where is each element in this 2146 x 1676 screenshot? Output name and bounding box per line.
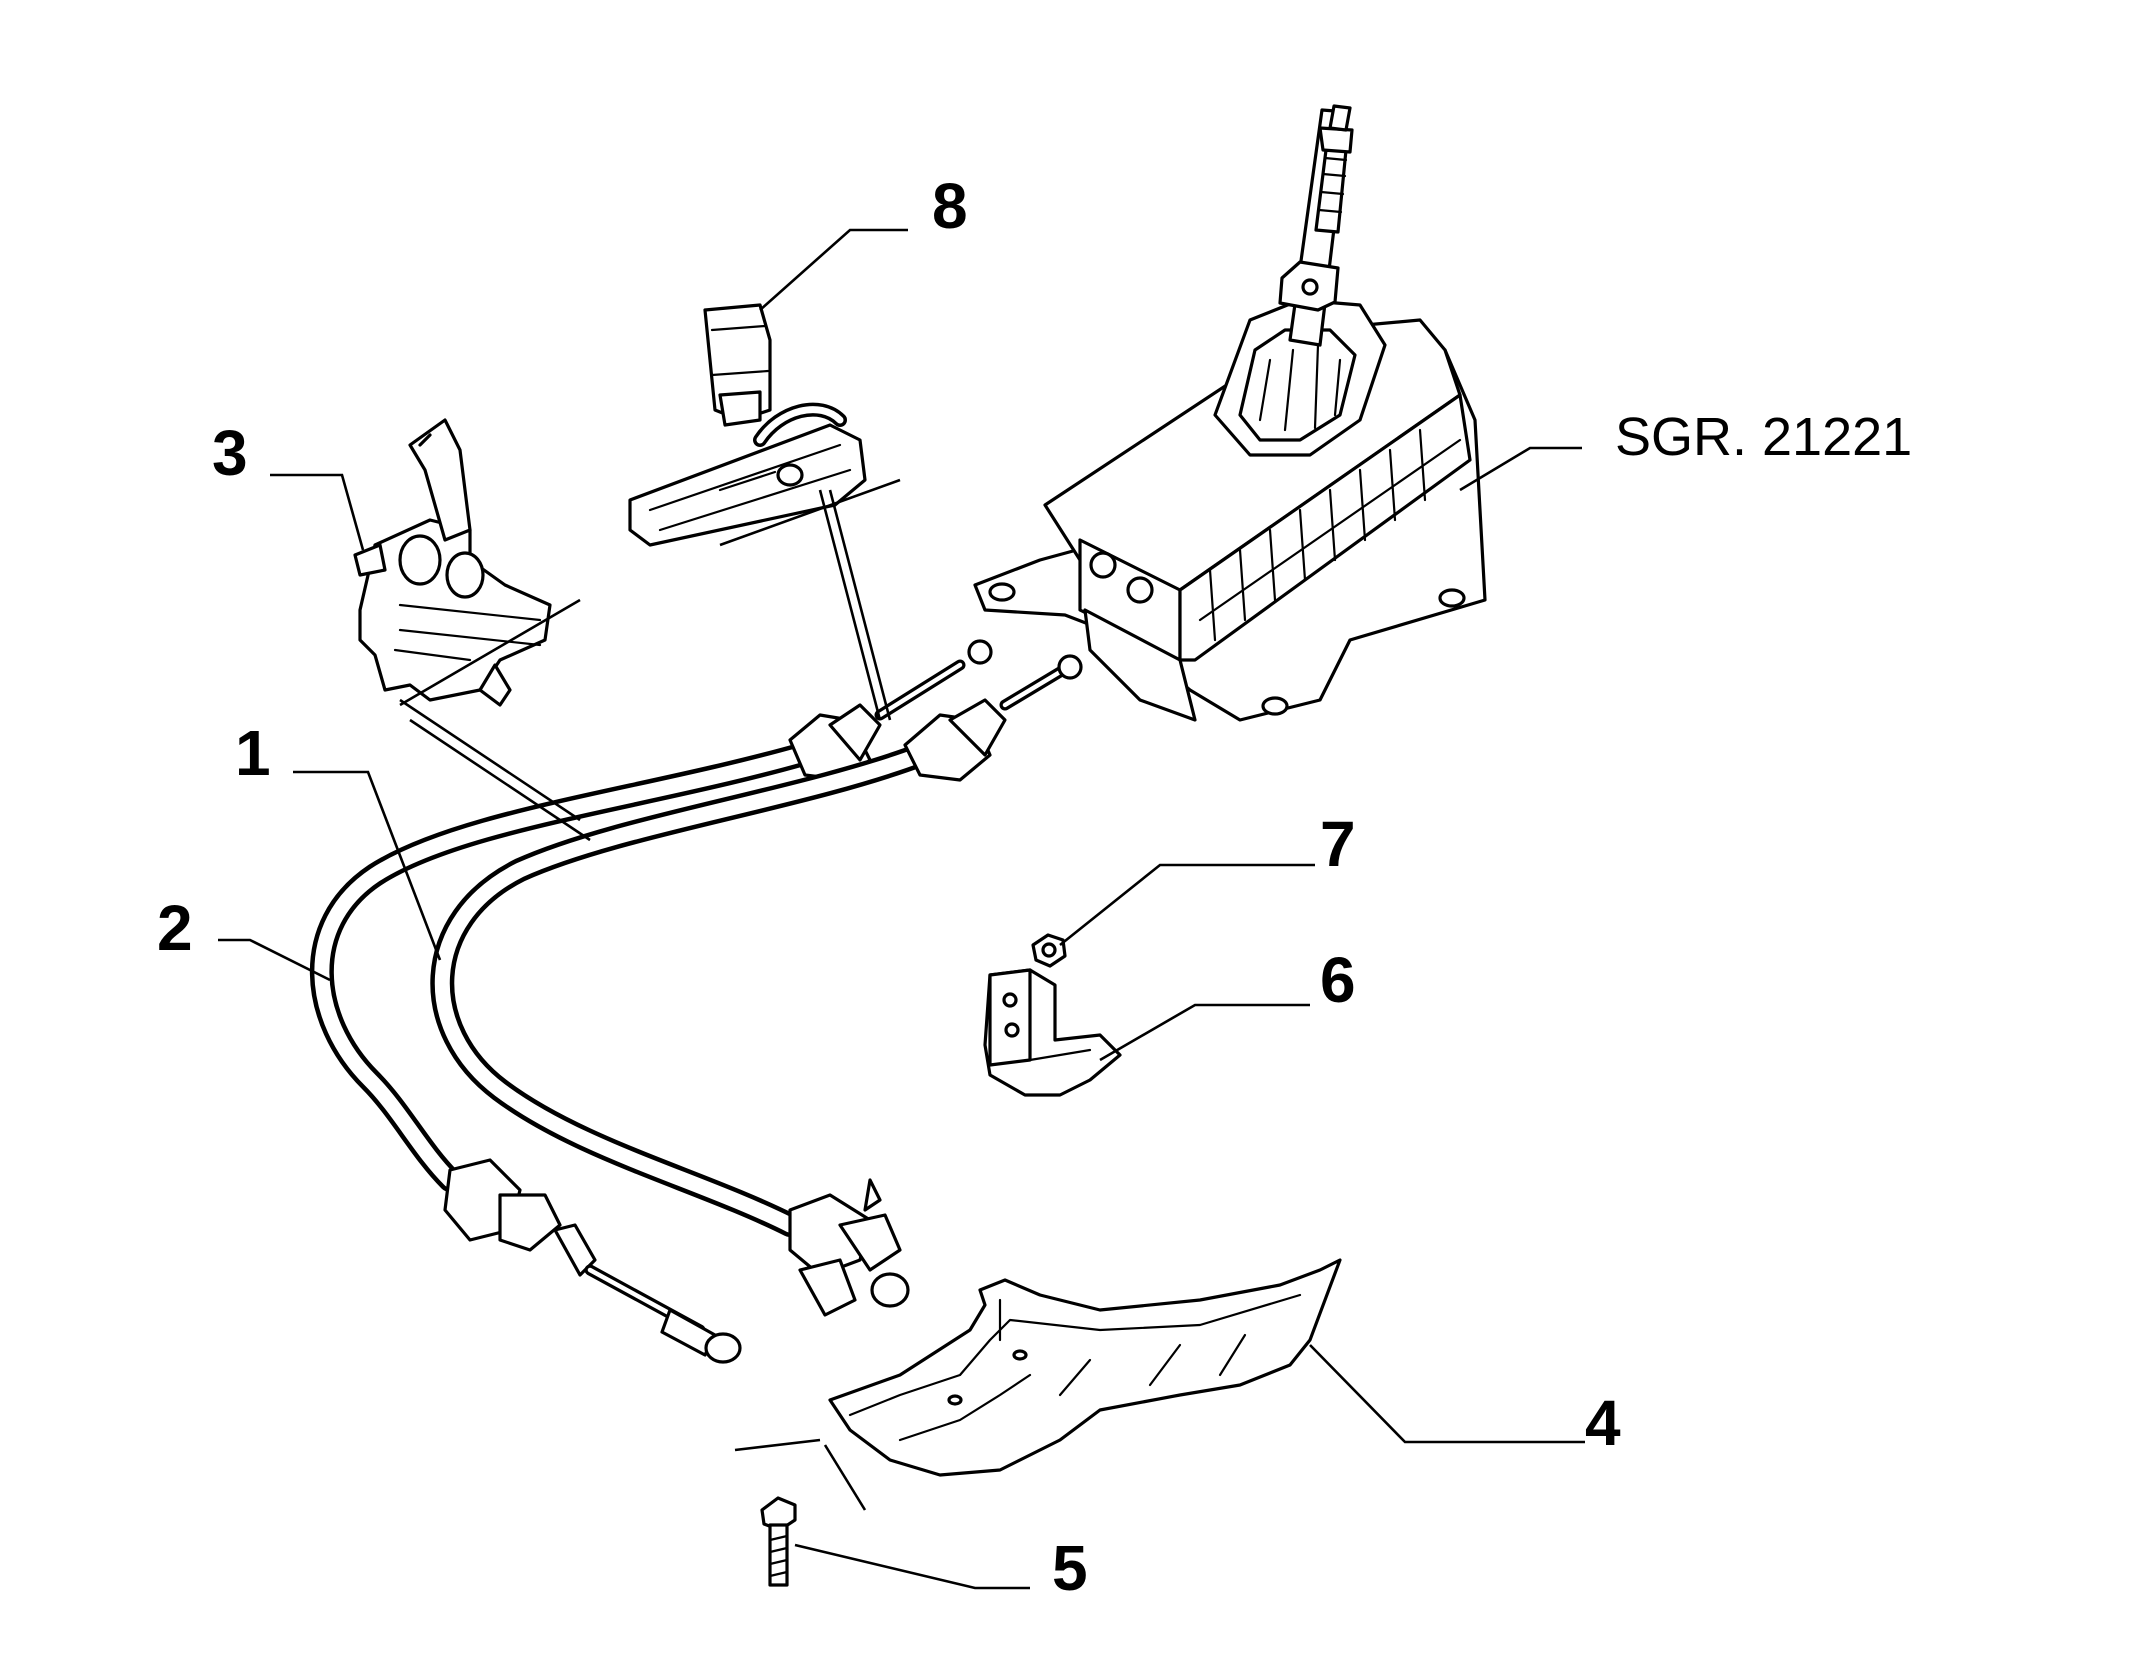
callout-5: 5 bbox=[1052, 1532, 1088, 1604]
reference-label: SGR. 21221 bbox=[1615, 407, 1912, 467]
callout-8: 8 bbox=[932, 170, 968, 242]
callouts: 1 2 3 4 5 6 7 8 SGR. 21221 bbox=[157, 170, 1912, 1604]
callout-3: 3 bbox=[212, 417, 248, 489]
callout-4: 4 bbox=[1585, 1387, 1621, 1459]
callout-7: 7 bbox=[1320, 808, 1356, 880]
assembly-guide-lines bbox=[399, 478, 901, 1511]
housing-ribs bbox=[1198, 428, 1462, 642]
callout-6: 6 bbox=[1320, 944, 1356, 1016]
electrical-connector-harness bbox=[628, 303, 867, 547]
bolt bbox=[760, 1496, 797, 1587]
nut bbox=[1031, 933, 1067, 968]
shift-cable-2 bbox=[309, 639, 993, 1364]
leader-lines bbox=[218, 228, 1585, 1590]
gear-shifter-assembly bbox=[973, 104, 1487, 722]
mounting-bracket bbox=[983, 968, 1122, 1097]
cable-clip-bracket bbox=[353, 418, 552, 707]
shift-cable-1 bbox=[430, 654, 1083, 1317]
callout-2: 2 bbox=[157, 892, 193, 964]
heat-shield bbox=[828, 1258, 1342, 1477]
callout-1: 1 bbox=[235, 717, 271, 789]
